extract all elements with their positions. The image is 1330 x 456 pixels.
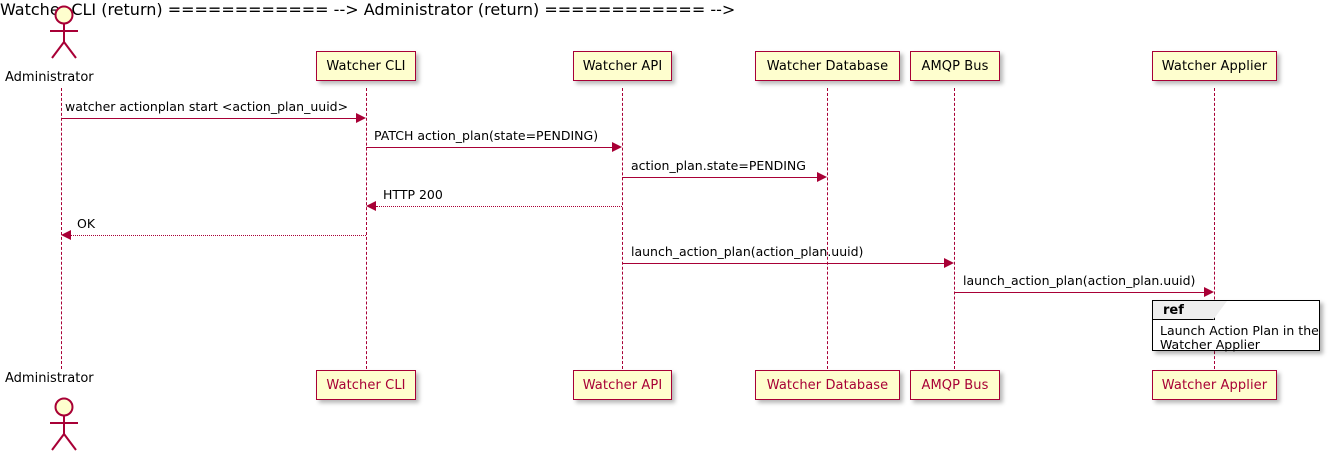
message-arrowhead-6 (1204, 287, 1214, 297)
message-arrowhead-0 (356, 113, 366, 123)
participant-box-watcher-cli-bottom[interactable]: Watcher CLI (316, 370, 416, 400)
message-line-5 (622, 263, 944, 264)
participant-box-watcher-applier-bottom[interactable]: Watcher Applier (1152, 370, 1277, 400)
participant-label-watcher-api-top: Watcher API (582, 58, 663, 74)
message-line-3 (376, 206, 622, 207)
actor-label-administrator-top: Administrator (5, 70, 94, 85)
actor-administrator-bottom (39, 396, 83, 452)
ref-fragment-launch-action-plan[interactable]: ref Launch Action Plan in the Watcher Ap… (1152, 300, 1320, 352)
lifeline-amqp-bus (954, 88, 955, 369)
participant-box-watcher-api-bottom[interactable]: Watcher API (573, 370, 672, 400)
message-arrowhead-5 (944, 258, 954, 268)
participant-label-watcher-cli-bottom: Watcher CLI (326, 377, 406, 393)
ref-fragment-body-line-2: Watcher Applier (1160, 337, 1260, 352)
lifeline-watcher-database (827, 88, 828, 369)
ref-fragment-tab-notch (1213, 301, 1227, 320)
participant-box-watcher-database-bottom[interactable]: Watcher Database (755, 370, 900, 400)
message-line-4 (71, 235, 366, 236)
ref-fragment-tab-label: ref (1163, 302, 1184, 318)
lifeline-administrator (61, 88, 62, 369)
message-line-1 (366, 147, 612, 148)
actor-administrator-top (39, 4, 83, 60)
message-label-4: OK (77, 216, 96, 231)
lifeline-watcher-cli (366, 88, 367, 369)
lifeline-watcher-api (622, 88, 623, 369)
participant-box-amqp-bus-bottom[interactable]: AMQP Bus (910, 370, 1000, 400)
message-label-6: launch_action_plan(action_plan.uuid) (963, 273, 1196, 288)
ref-fragment-tab: ref (1153, 301, 1215, 320)
message-label-5: launch_action_plan(action_plan.uuid) (631, 244, 864, 259)
message-label-3: HTTP 200 (383, 187, 443, 202)
participant-box-watcher-api-top[interactable]: Watcher API (573, 51, 672, 81)
participant-label-watcher-database-bottom: Watcher Database (766, 377, 889, 393)
participant-label-watcher-applier-top: Watcher Applier (1161, 58, 1268, 74)
participant-label-watcher-applier-bottom: Watcher Applier (1161, 377, 1268, 393)
message-line-6 (954, 292, 1204, 293)
ref-fragment-body-line-1: Launch Action Plan in the (1160, 323, 1319, 338)
participant-label-watcher-database-top: Watcher Database (766, 58, 889, 74)
participant-label-amqp-bus-top: AMQP Bus (921, 58, 989, 74)
message-label-0: watcher actionplan start <action_plan_uu… (65, 99, 349, 114)
actor-label-administrator-bottom: Administrator (5, 371, 94, 386)
message-line-0 (61, 118, 356, 119)
participant-box-watcher-applier-top[interactable]: Watcher Applier (1152, 51, 1277, 81)
participant-box-watcher-cli-top[interactable]: Watcher CLI (316, 51, 416, 81)
participant-label-watcher-cli-top: Watcher CLI (326, 58, 406, 74)
message-arrowhead-2 (817, 172, 827, 182)
message-label-2: action_plan.state=PENDING (631, 158, 806, 173)
participant-label-watcher-api-bottom: Watcher API (582, 377, 663, 393)
participant-box-amqp-bus-top[interactable]: AMQP Bus (910, 51, 1000, 81)
message-label-1: PATCH action_plan(state=PENDING) (374, 128, 599, 143)
participant-box-watcher-database-top[interactable]: Watcher Database (755, 51, 900, 81)
message-arrowhead-1 (612, 142, 622, 152)
participant-label-amqp-bus-bottom: AMQP Bus (921, 377, 989, 393)
message-arrowhead-3 (366, 201, 376, 211)
message-arrowhead-4 (61, 230, 71, 240)
lifeline-watcher-applier (1214, 88, 1215, 369)
message-line-2 (622, 177, 817, 178)
